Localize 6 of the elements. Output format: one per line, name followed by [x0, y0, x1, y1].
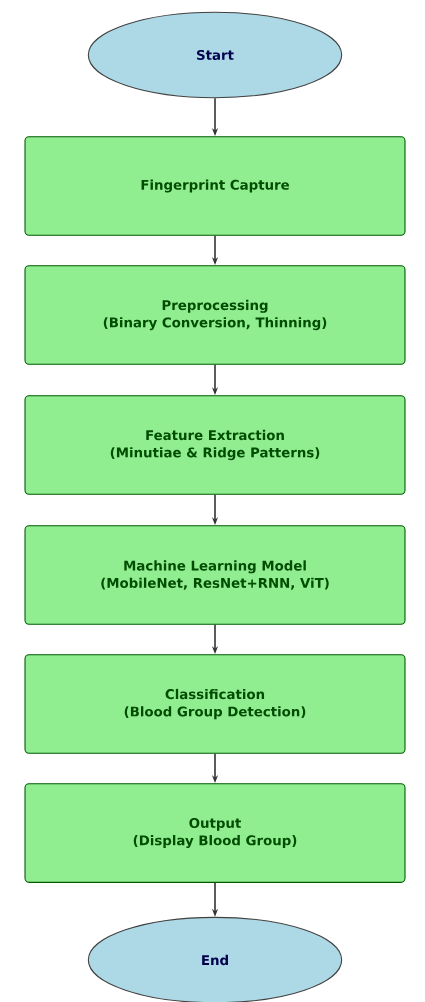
process-box: Classification (Blood Group Detection)	[24, 654, 406, 754]
process-box: Output (Display Blood Group)	[24, 783, 406, 883]
process-box: Feature Extraction (Minutiae & Ridge Patterns)	[24, 395, 406, 495]
process-box: Fingerprint Capture	[24, 136, 406, 236]
process-box: Preprocessing (Binary Conversion, Thinning)	[24, 265, 406, 365]
process-box: Machine Learning Model (MobileNet, ResNet+RNN, ViT)	[24, 525, 406, 625]
